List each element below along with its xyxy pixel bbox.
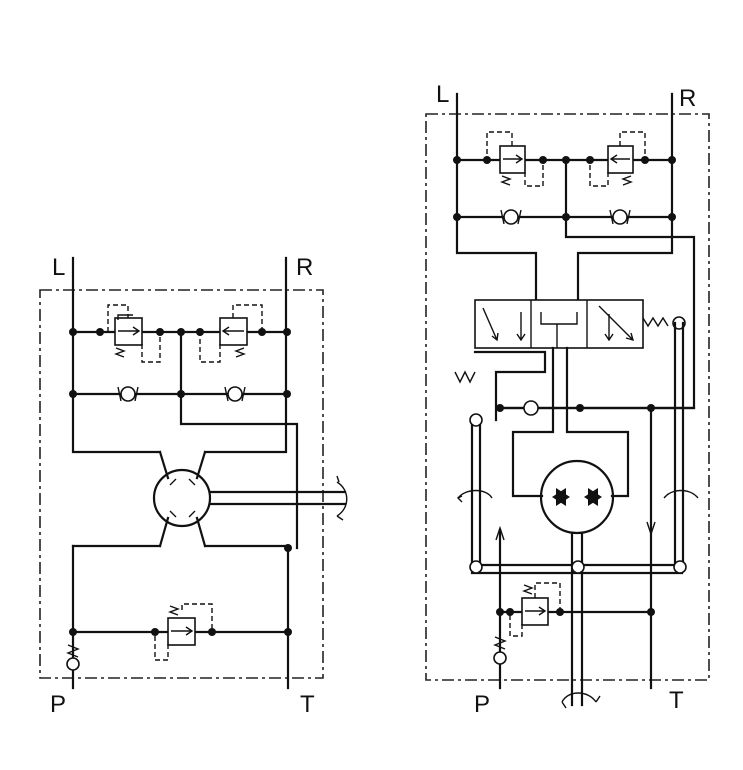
- left-circuit: L R P T: [39, 254, 348, 718]
- left-check-valve-1: [117, 386, 139, 402]
- right-port-l: L: [436, 81, 449, 108]
- right-relief-valve-1: [486, 131, 544, 187]
- right-relief-valve-2: [589, 131, 646, 187]
- right-circuit: L R P T: [425, 81, 710, 718]
- right-port-p: P: [474, 691, 490, 718]
- right-unit-boundary: [425, 113, 710, 681]
- left-port-r: R: [296, 254, 313, 281]
- right-relief-valve-3: [509, 582, 561, 637]
- right-check-valve-1: [500, 209, 522, 225]
- right-junctions: [453, 156, 676, 616]
- left-rotary-unit: [152, 450, 348, 548]
- right-hydraulic-motor: [539, 459, 615, 709]
- left-junctions: [69, 328, 292, 636]
- left-port-l: L: [52, 254, 65, 281]
- left-relief-valve-3: [154, 603, 213, 661]
- right-port-t: T: [669, 687, 684, 714]
- right-port-r: R: [679, 85, 696, 112]
- left-relief-valve-1: [107, 304, 161, 363]
- right-check-valve-3: [523, 400, 539, 416]
- left-relief-valve-2: [199, 304, 263, 363]
- right-inlet-check-valve: [493, 636, 507, 665]
- directional-control-valve: [454, 299, 686, 498]
- left-check-valve-2: [224, 386, 246, 402]
- left-port-p: P: [50, 691, 66, 718]
- right-check-valve-2: [609, 209, 631, 225]
- left-unit-boundary: [39, 289, 324, 679]
- left-port-t: T: [300, 691, 315, 718]
- left-inlet-check-valve: [66, 644, 80, 671]
